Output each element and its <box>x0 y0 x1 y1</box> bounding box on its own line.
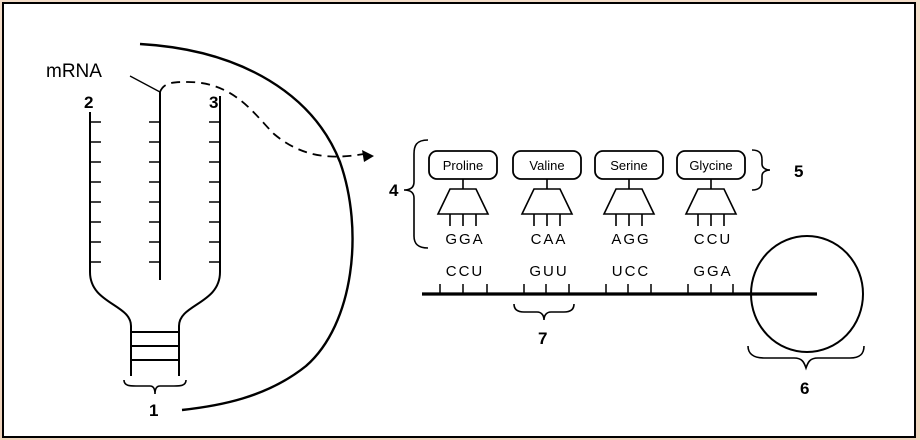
translation-diagram: mRNA 2 3 1 4 5 6 7 Proline Valine Serine… <box>46 42 865 420</box>
amino-acid-serine: Serine <box>610 158 648 173</box>
anticodon-2: CAA <box>531 231 568 248</box>
hairpin-rungs <box>131 331 179 361</box>
label-6: 6 <box>800 379 809 398</box>
strand-3-ticks <box>209 121 220 263</box>
codon-4: GGA <box>693 263 732 280</box>
amino-acid-proline: Proline <box>443 158 483 173</box>
label-5: 5 <box>794 162 803 181</box>
arrow-head <box>362 150 374 162</box>
anticodon-4: CCU <box>694 231 733 248</box>
label-3: 3 <box>209 93 218 112</box>
codon-3: UCC <box>612 263 651 280</box>
mrna-label: mRNA <box>46 61 102 82</box>
dna-strand-3 <box>178 96 221 376</box>
trna-proline <box>428 150 498 226</box>
mrna-dashed-path <box>159 81 365 158</box>
strand-2-ticks <box>90 121 101 263</box>
codon-1: CCU <box>446 263 485 280</box>
label-7: 7 <box>538 329 547 348</box>
brace-5 <box>751 149 771 191</box>
anticodon-3: AGG <box>611 231 650 248</box>
codon-ticks <box>439 284 734 294</box>
label-1: 1 <box>149 401 158 420</box>
trna-glycine <box>676 150 746 226</box>
brace-6 <box>747 345 865 371</box>
mrna-ticks <box>149 121 160 263</box>
anticodon-1: GGA <box>445 231 484 248</box>
dna-strand-2 <box>89 112 132 376</box>
nucleus-arc <box>139 42 354 412</box>
label-4: 4 <box>389 181 399 200</box>
codon-2: GUU <box>529 263 568 280</box>
trna-valine <box>512 150 582 226</box>
brace-4 <box>403 139 429 249</box>
label-2: 2 <box>84 93 93 112</box>
mrna-pointer-line <box>129 75 161 93</box>
brace-7 <box>513 303 575 321</box>
amino-acid-valine: Valine <box>529 158 564 173</box>
trna-serine <box>594 150 664 226</box>
amino-acid-glycine: Glycine <box>689 158 732 173</box>
bracket-1 <box>123 379 187 395</box>
